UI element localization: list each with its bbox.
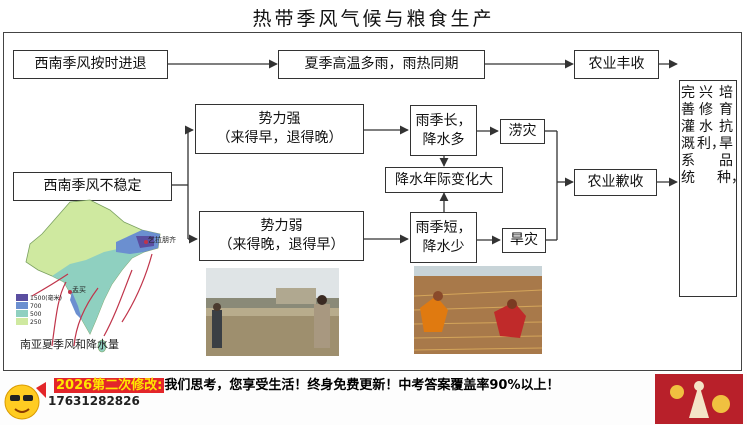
banner-phone: 17631282826 bbox=[48, 394, 140, 408]
banner-text: 我们思考，您享受生活！终身免费更新！中考答案覆盖率90%以上！ bbox=[164, 378, 560, 393]
legend-500: 500 bbox=[30, 311, 42, 318]
diagram-frame bbox=[3, 32, 742, 371]
node-monsoon-on-time: 西南季风按时进退 bbox=[13, 50, 168, 79]
node-measures: 培育抗旱品种， 兴修水利， 完善灌溉系统 bbox=[679, 80, 745, 297]
drought-field-photo bbox=[414, 266, 542, 354]
legend-700: 700 bbox=[30, 303, 42, 310]
node-weak: 势力弱 （来得晚，退得早） bbox=[199, 211, 364, 261]
node-monsoon-unstable: 西南季风不稳定 bbox=[13, 172, 172, 201]
node-strong: 势力强 （来得早，退得晚） bbox=[195, 104, 364, 154]
legend-250: 250 bbox=[30, 319, 42, 326]
south-asia-monsoon-map: 孟买 乞拉朋齐 1500(毫米) 700 500 250 南亚夏季风和降水量 bbox=[12, 196, 192, 356]
node-summer-rain: 夏季高温多雨，雨热同期 bbox=[278, 50, 485, 79]
flood-photo bbox=[206, 268, 339, 356]
banner-message: 2026第二次修改:我们思考，您享受生活！终身免费更新！中考答案覆盖率90%以上… bbox=[54, 374, 654, 394]
decorative-stamp-image bbox=[655, 374, 743, 424]
banner-highlight: 2026第二次修改: bbox=[54, 378, 165, 393]
node-flood: 涝灾 bbox=[500, 119, 545, 144]
map-place-cherrapunji: 乞拉朋齐 bbox=[148, 235, 176, 244]
node-drought: 旱灾 bbox=[502, 228, 546, 253]
legend-1500: 1500(毫米) bbox=[30, 294, 62, 302]
node-rain-short: 雨季短， 降水少 bbox=[410, 212, 477, 263]
node-harvest-good: 农业丰收 bbox=[574, 50, 659, 79]
emoji-icon bbox=[4, 382, 46, 420]
footer-banner: 2026第二次修改:我们思考，您享受生活！终身免费更新！中考答案覆盖率90%以上… bbox=[0, 372, 747, 425]
node-harvest-bad: 农业歉收 bbox=[574, 169, 657, 196]
page-title: 热带季风气候与粮食生产 bbox=[252, 8, 495, 30]
node-variability: 降水年际变化大 bbox=[385, 167, 503, 193]
measures-col-3: 完善灌溉系统 bbox=[681, 85, 695, 186]
measures-col-1: 培育抗旱品种， bbox=[717, 85, 745, 186]
map-caption: 南亚夏季风和降水量 bbox=[20, 337, 119, 351]
node-rain-long: 雨季长， 降水多 bbox=[410, 105, 477, 156]
measures-col-2: 兴修水利， bbox=[697, 85, 725, 152]
map-place-mumbai: 孟买 bbox=[72, 285, 86, 294]
